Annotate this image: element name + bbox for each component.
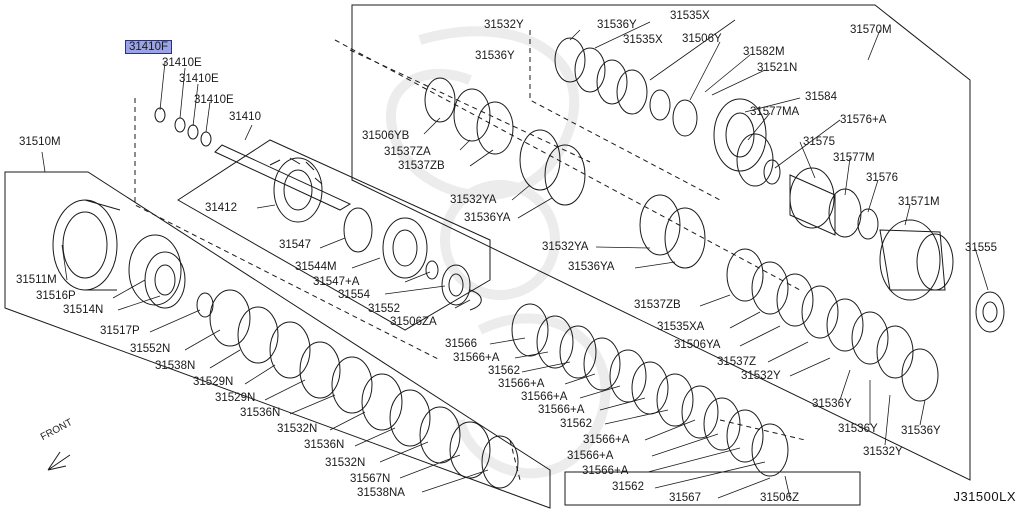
part-label-31537ZB-2[interactable]: 31537ZB (634, 299, 681, 311)
diagram-code: J31500LX (953, 489, 1016, 504)
part-label-31536Y-1[interactable]: 31536Y (812, 398, 852, 410)
part-label-31536YA-1[interactable]: 31536YA (464, 212, 511, 224)
part-label-31566[interactable]: 31566 (445, 338, 477, 350)
part-label-31566A-5[interactable]: 31566+A (583, 434, 630, 446)
front-arrow (47, 451, 71, 471)
part-label-31575[interactable]: 31575 (803, 136, 835, 148)
watermark (385, 26, 611, 479)
part-label-31562-3[interactable]: 31562 (612, 481, 644, 493)
part-label-31532YA-1[interactable]: 31532YA (450, 194, 497, 206)
group-middle-outline (564, 471, 861, 506)
part-label-31535X[interactable]: 31535X (670, 10, 710, 22)
part-label-31410F[interactable]: 31410F (125, 40, 173, 54)
part-label-31567N[interactable]: 31567N (350, 473, 391, 485)
part-label-31584[interactable]: 31584 (805, 91, 837, 103)
part-label-31532Y-top[interactable]: 31532Y (484, 19, 524, 31)
part-label-31547A[interactable]: 31547+A (313, 276, 360, 288)
part-label-31544M[interactable]: 31544M (295, 261, 337, 273)
part-label-31536Y-top[interactable]: 31536Y (597, 19, 637, 31)
part-label-31536Y-left[interactable]: 31536Y (475, 50, 515, 62)
part-label-31412[interactable]: 31412 (205, 202, 237, 214)
part-label-31532Y-bot[interactable]: 31532Y (863, 446, 903, 458)
group-31570M-outline (351, 4, 971, 481)
part-label-31537ZB-1[interactable]: 31537ZB (398, 160, 445, 172)
part-label-31566A-7[interactable]: 31566+A (582, 465, 629, 477)
part-label-31514N[interactable]: 31514N (63, 304, 104, 316)
part-label-31577M[interactable]: 31577M (833, 152, 875, 164)
part-label-31532YA-2[interactable]: 31532YA (542, 241, 589, 253)
part-label-31506YA[interactable]: 31506YA (674, 339, 721, 351)
part-label-31552[interactable]: 31552 (368, 303, 400, 315)
part-label-31529N-2[interactable]: 31529N (215, 392, 256, 404)
part-label-31506YB[interactable]: 31506YB (362, 130, 410, 142)
part-label-31532N-2[interactable]: 31532N (325, 457, 366, 469)
part-label-31566A-1[interactable]: 31566+A (453, 352, 500, 364)
part-label-31535X-2[interactable]: 31535X (623, 34, 663, 46)
part-label-31537ZA[interactable]: 31537ZA (384, 146, 431, 158)
part-label-31536N-1[interactable]: 31536N (240, 407, 281, 419)
part-label-31410E-3[interactable]: 31410E (194, 94, 234, 106)
part-label-31536YA-2[interactable]: 31536YA (568, 261, 615, 273)
part-label-31410[interactable]: 31410 (229, 111, 261, 123)
part-label-31538NA[interactable]: 31538NA (357, 487, 405, 499)
part-label-31506Y[interactable]: 31506Y (682, 33, 722, 45)
part-label-31536Y-3[interactable]: 31536Y (901, 425, 941, 437)
part-label-31571M[interactable]: 31571M (898, 196, 940, 208)
part-label-31511M[interactable]: 31511M (16, 274, 57, 286)
part-label-31510M[interactable]: 31510M (19, 136, 61, 148)
part-label-31538N[interactable]: 31538N (155, 360, 196, 372)
part-label-31536N-2[interactable]: 31536N (304, 439, 345, 451)
part-label-31566A-6[interactable]: 31566+A (567, 450, 614, 462)
part-label-31547[interactable]: 31547 (279, 239, 311, 251)
group-31510M-outline (4, 171, 551, 509)
part-label-31566A-4[interactable]: 31566+A (538, 404, 585, 416)
part-label-31552N[interactable]: 31552N (130, 343, 171, 355)
part-label-31535XA[interactable]: 31535XA (657, 321, 705, 333)
part-label-31566A-3[interactable]: 31566+A (521, 391, 568, 403)
part-label-31506Z[interactable]: 31506Z (760, 492, 800, 504)
part-label-31567[interactable]: 31567 (669, 492, 701, 504)
part-label-31576[interactable]: 31576 (866, 172, 898, 184)
part-label-31410E-2[interactable]: 31410E (179, 73, 219, 85)
part-label-31562-1[interactable]: 31562 (488, 365, 520, 377)
part-label-31566A-2[interactable]: 31566+A (498, 378, 545, 390)
part-label-31517P[interactable]: 31517P (100, 325, 140, 337)
part-label-31532Y-mid[interactable]: 31532Y (741, 370, 781, 382)
part-label-31582M[interactable]: 31582M (743, 46, 785, 58)
part-label-31562-2[interactable]: 31562 (560, 418, 592, 430)
part-label-31570M[interactable]: 31570M (850, 24, 892, 36)
part-label-31537Z[interactable]: 31537Z (717, 356, 757, 368)
part-label-31521N[interactable]: 31521N (757, 62, 798, 74)
group-31410-outline (177, 139, 491, 331)
part-label-31529N-1[interactable]: 31529N (193, 376, 234, 388)
part-label-31410E-1[interactable]: 31410E (162, 57, 202, 69)
part-label-31516P[interactable]: 31516P (36, 290, 76, 302)
part-label-31576A[interactable]: 31576+A (840, 114, 887, 126)
part-label-31577MA[interactable]: 31577MA (750, 106, 800, 118)
part-label-31555[interactable]: 31555 (965, 242, 997, 254)
part-label-31554[interactable]: 31554 (338, 289, 370, 301)
part-label-31506ZA[interactable]: 31506ZA (390, 316, 437, 328)
part-label-31536Y-2[interactable]: 31536Y (838, 423, 878, 435)
part-label-31532N-1[interactable]: 31532N (277, 423, 318, 435)
